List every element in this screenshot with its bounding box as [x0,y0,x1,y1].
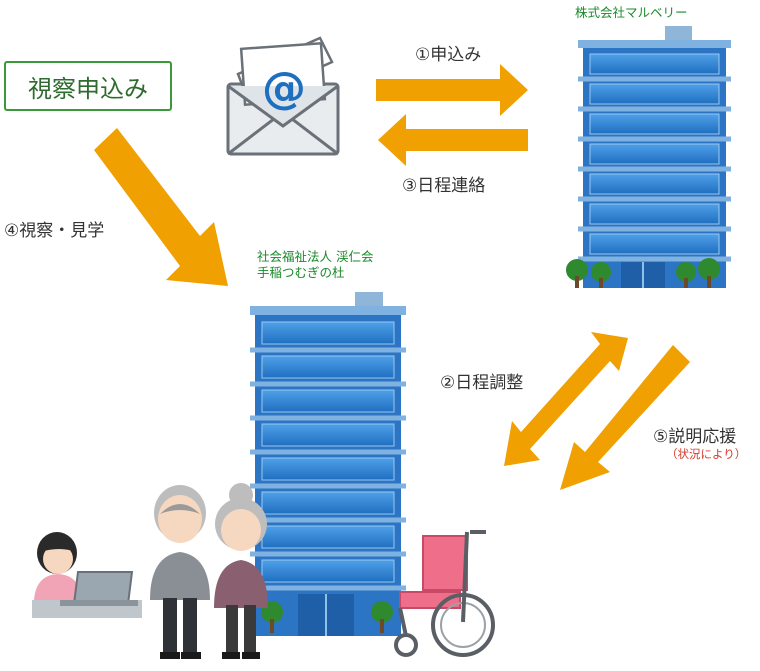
arrow-step4 [94,128,228,286]
step3-label: ③日程連絡 [402,176,486,196]
email-at-symbol: @ [262,62,306,114]
elderly-man-icon [150,485,210,659]
person-at-laptop-icon [32,532,142,618]
email-icon [226,36,340,156]
facility-name-line2: 手稲つむぎの杜 [257,265,345,280]
company-building-icon [566,26,731,288]
step1-label: ①申込み [415,45,482,65]
arrow-step2 [504,332,628,466]
facility-name-line1: 社会福祉法人 渓仁会 [257,249,374,264]
arrow-step3 [378,114,528,166]
facility-building-icon [250,292,406,636]
company-name: 株式会社マルベリー [575,5,688,20]
step5-note: （状況により） [666,447,747,461]
arrow-step1 [376,64,528,116]
start-box: 視察申込み [4,61,172,111]
elderly-woman-icon [214,483,268,659]
wheelchair-icon [394,530,495,657]
start-box-label: 視察申込み [28,74,148,103]
arrow-step5 [560,345,690,490]
step4-label: ④視察・見学 [4,221,105,241]
step2-label: ②日程調整 [440,373,524,393]
step5-label: ⑤説明応援 [653,427,737,447]
